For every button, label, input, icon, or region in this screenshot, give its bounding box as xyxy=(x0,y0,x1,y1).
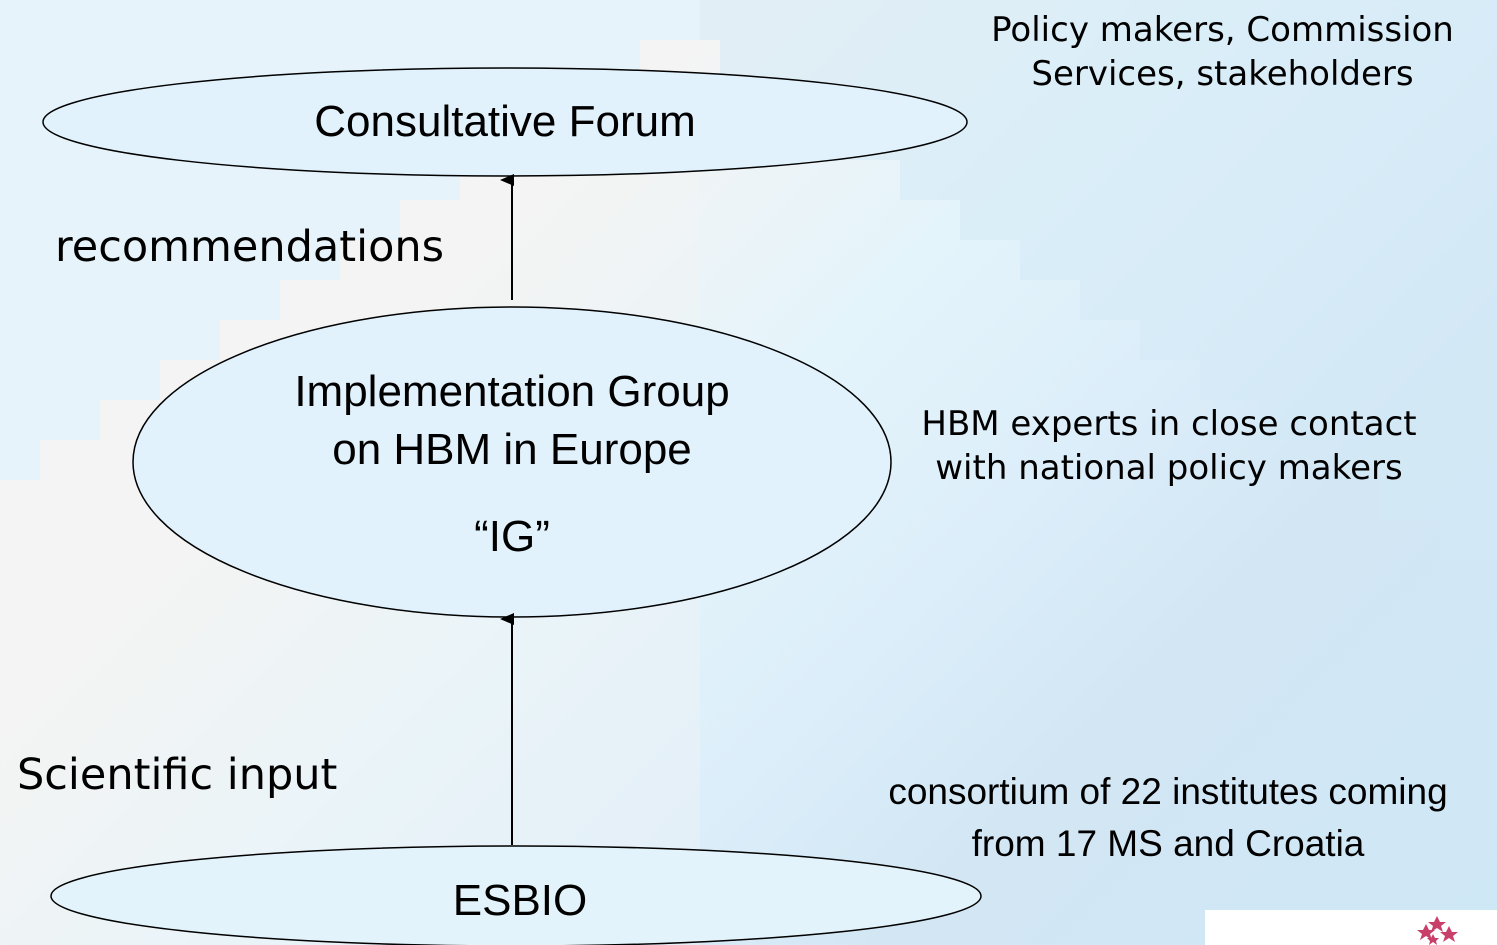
forum-members-line2: Services, stakeholders xyxy=(1031,54,1414,94)
implementation-group-abbrev: “IG” xyxy=(474,512,550,561)
forum-members-line1: Policy makers, Commission xyxy=(991,10,1454,50)
logo xyxy=(1205,910,1497,945)
forum-members-annotation: Policy makers, Commission Services, stak… xyxy=(955,8,1490,96)
implementation-group-label-line1: Implementation Group xyxy=(294,367,730,416)
recommendations-label: recommendations xyxy=(55,222,445,272)
esbio-members-annotation: consortium of 22 institutes coming from … xyxy=(842,766,1494,870)
ig-members-line1: HBM experts in close contact xyxy=(921,404,1417,444)
implementation-group-label-line2: on HBM in Europe xyxy=(332,425,692,474)
esbio-node xyxy=(50,845,982,945)
esbio-members-line1: consortium of 22 institutes coming xyxy=(888,771,1448,812)
consultative-forum-label: Consultative Forum xyxy=(314,97,696,146)
scientific-input-label: Scientific input xyxy=(17,750,338,800)
flower-logo-icon xyxy=(1417,916,1458,945)
ig-members-line2: with national policy makers xyxy=(935,448,1403,488)
ig-members-annotation: HBM experts in close contact with nation… xyxy=(893,402,1445,490)
esbio-label: ESBIO xyxy=(452,876,588,925)
esbio-members-line2: from 17 MS and Croatia xyxy=(971,823,1365,864)
